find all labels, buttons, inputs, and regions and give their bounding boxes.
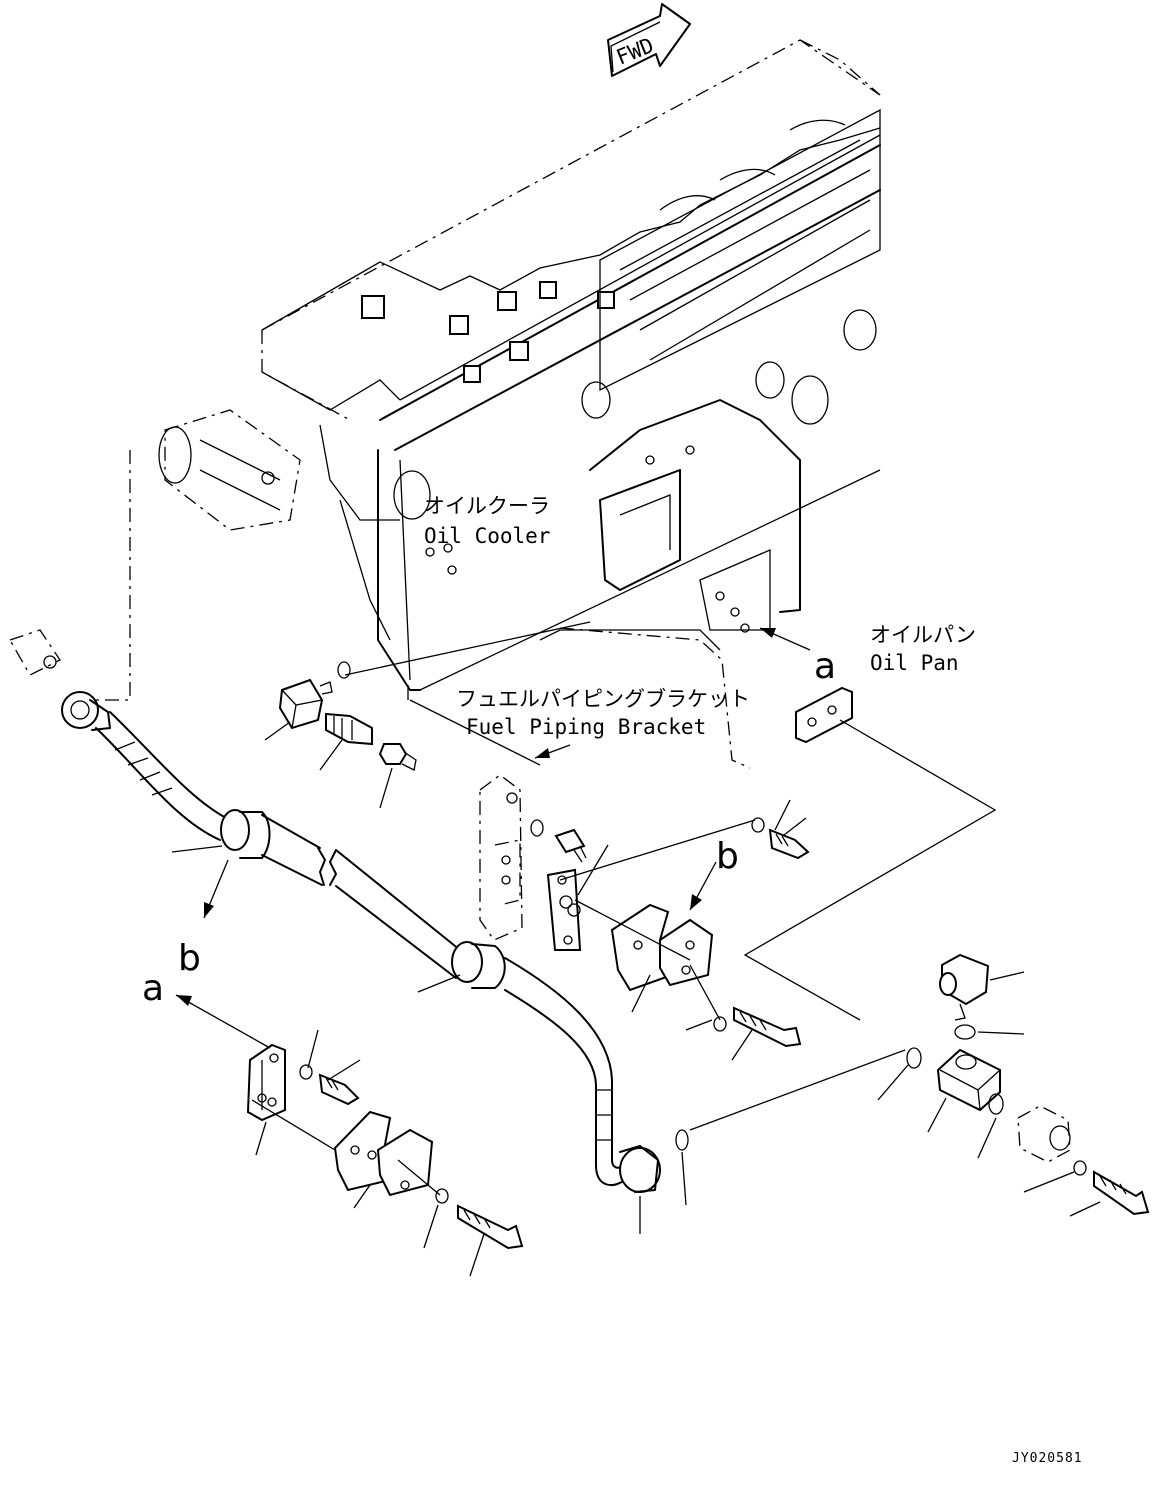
o-ring bbox=[954, 1024, 976, 1040]
oil-pan-plate bbox=[795, 686, 853, 744]
ref-a-left: a bbox=[142, 968, 164, 1009]
oil-cooler-label-en: Oil Cooler bbox=[424, 524, 550, 548]
washer bbox=[713, 1016, 727, 1032]
pipe-clamp-upper bbox=[610, 903, 714, 992]
washer bbox=[1073, 1160, 1087, 1176]
ref-b-left: b bbox=[178, 938, 201, 979]
elbow-fitting bbox=[278, 678, 333, 730]
mounting-plate bbox=[546, 868, 582, 951]
fwd-arrow-icon: FWD bbox=[607, 3, 691, 77]
washer bbox=[299, 1064, 313, 1080]
washer bbox=[751, 817, 765, 833]
starter-motor bbox=[90, 409, 301, 701]
oil-cooler-label-jp: オイルクーラ bbox=[424, 494, 550, 518]
fuel-piping-bracket bbox=[479, 774, 587, 941]
elbow-adapter bbox=[939, 953, 990, 1021]
fwd-label: FWD bbox=[613, 33, 657, 69]
flange-fitting bbox=[1017, 1105, 1071, 1163]
drawing-code: JY020581 bbox=[1012, 1451, 1083, 1466]
long-bolt bbox=[457, 1204, 524, 1250]
o-ring bbox=[675, 1129, 689, 1151]
bolt bbox=[768, 828, 810, 860]
oil-pan-label-jp: オイルパン bbox=[870, 623, 976, 647]
engine-block bbox=[261, 39, 881, 691]
plug-fitting bbox=[378, 743, 417, 771]
washer bbox=[435, 1188, 449, 1204]
oil-pan-label-en: Oil Pan bbox=[870, 651, 959, 675]
fuel-bracket-label-en: Fuel Piping Bracket bbox=[466, 715, 706, 739]
adapter-block bbox=[936, 1048, 1001, 1112]
connector-fitting bbox=[325, 712, 373, 746]
o-ring bbox=[906, 1047, 922, 1069]
leader-lines bbox=[171, 721, 1101, 1277]
ref-b-upper: b bbox=[716, 836, 739, 877]
long-bolt bbox=[1093, 1170, 1150, 1216]
reference-arrows bbox=[175, 627, 811, 1049]
pipe-clamp-lower bbox=[333, 1110, 434, 1197]
o-ring bbox=[337, 661, 351, 679]
bolt bbox=[318, 1073, 360, 1106]
oil-pipe bbox=[9, 629, 661, 1193]
support-bracket bbox=[246, 1043, 286, 1122]
fuel-bracket-label-jp: フュエルパイピングブラケット bbox=[456, 687, 750, 711]
ref-a-upper: a bbox=[814, 646, 836, 687]
o-ring bbox=[988, 1093, 1004, 1115]
long-bolt bbox=[733, 1006, 802, 1048]
